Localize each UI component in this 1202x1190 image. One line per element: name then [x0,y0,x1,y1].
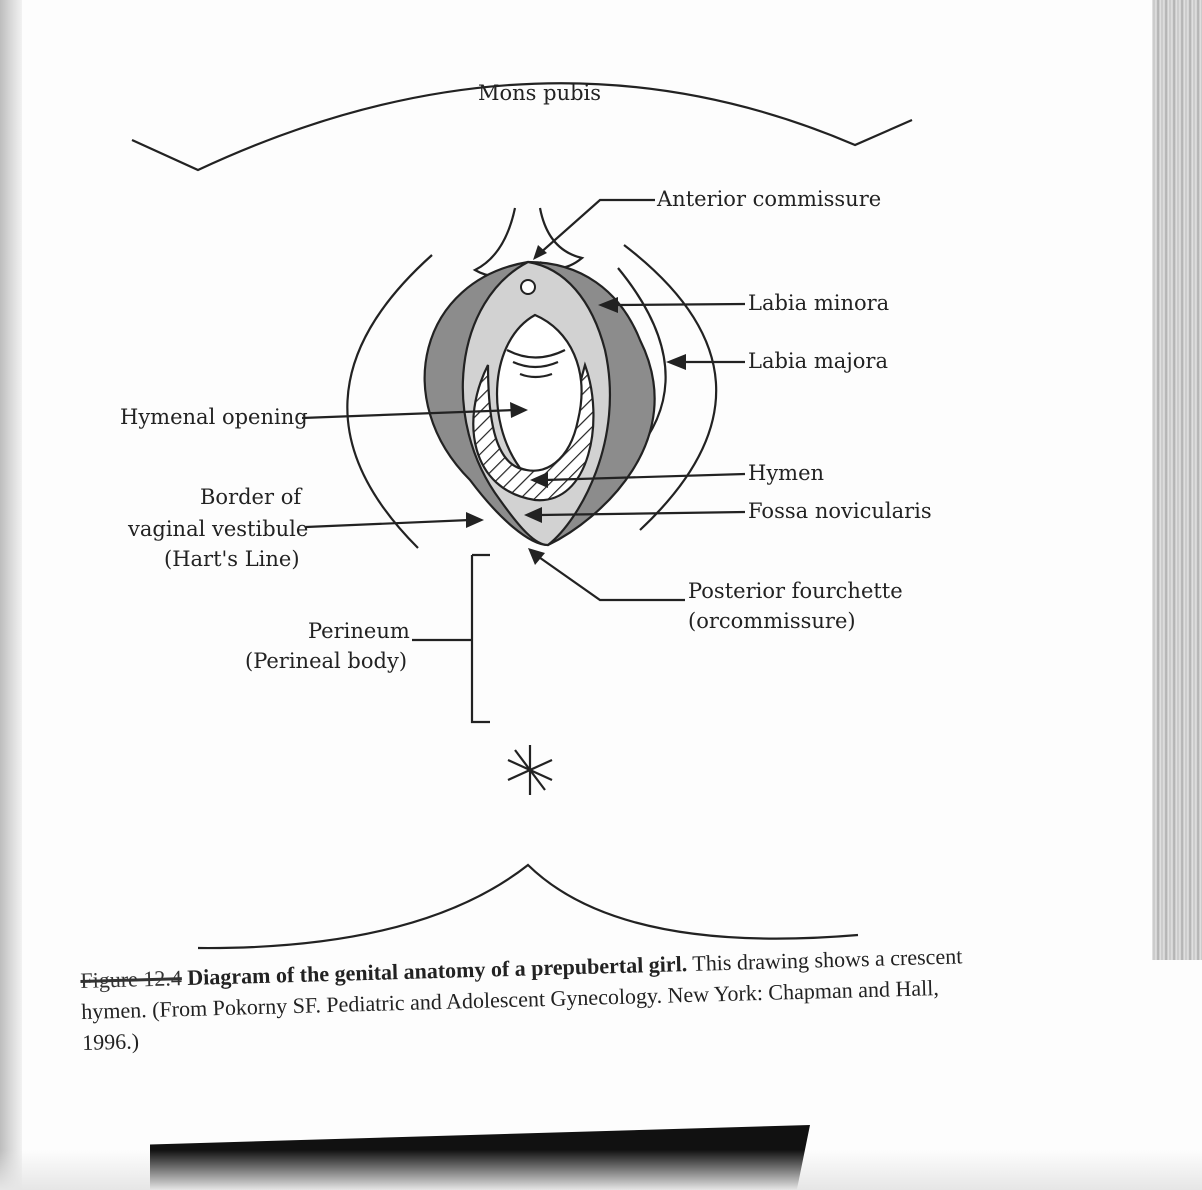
label-orcommissure: (orcommissure) [688,609,856,633]
anus-mark [508,745,552,795]
label-hymen: Hymen [748,461,824,485]
label-hymenal-opening: Hymenal opening [120,405,308,429]
labia-majora-left-arc [347,255,432,548]
label-border-line3: (Hart's Line) [164,547,300,571]
label-labia-minora: Labia minora [748,291,889,315]
label-labia-majora: Labia majora [748,349,888,373]
label-perineal-body: (Perineal body) [245,649,407,673]
figure-number: Figure 12.4 [80,965,182,993]
label-posterior-fourchette: Posterior fourchette [688,579,903,603]
label-perineum: Perineum [308,619,410,643]
label-border-line1: Border of [200,485,303,509]
perineum-bracket [412,555,490,722]
buttocks-outline [198,865,858,948]
label-border-line2: vaginal vestibule [127,517,308,541]
label-mons-pubis: Mons pubis [478,81,601,105]
urethral-opening [521,280,535,294]
label-fossa-novicularis: Fossa novicularis [748,499,932,523]
label-anterior-commissure: Anterior commissure [656,187,881,211]
